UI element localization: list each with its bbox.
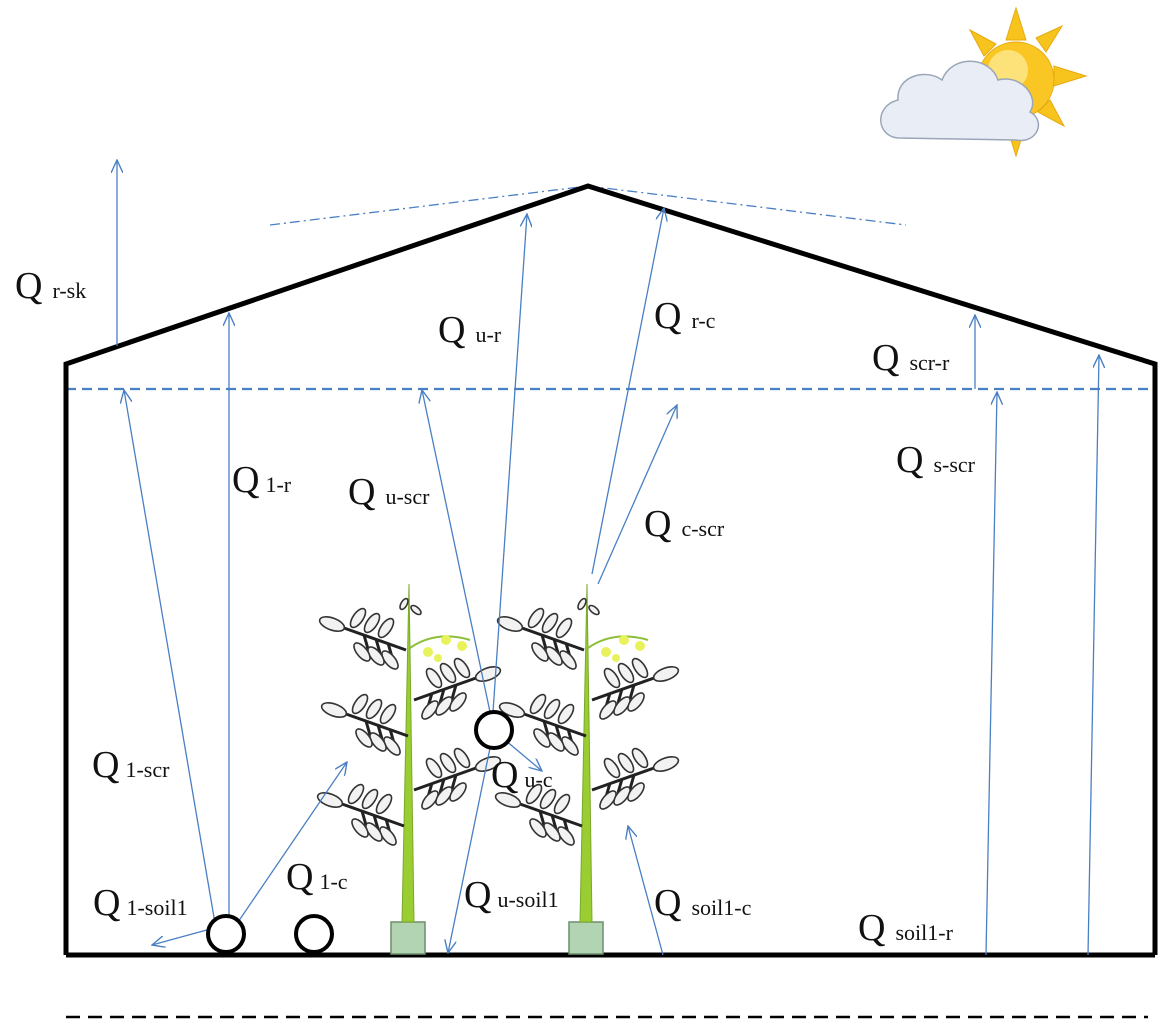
arrow-r-c [591, 208, 664, 575]
arrow-soil1-c [628, 826, 664, 956]
lamp-node [206, 914, 246, 954]
arrow-c-scr [597, 405, 677, 585]
arrow-1-scr [124, 390, 218, 936]
plant-stem [579, 583, 593, 923]
plant-pot [390, 921, 426, 955]
cloud-icon [880, 60, 1040, 142]
heating-pipe-node [474, 710, 514, 750]
flower-truss [409, 635, 471, 662]
tomato-plant-icon [314, 583, 504, 955]
arrow-u-scr [422, 390, 491, 713]
plant-stem [401, 583, 415, 923]
arrow-u-r [492, 214, 527, 713]
arrow-s-scr [985, 392, 997, 956]
arrow-soil1-r [1087, 355, 1099, 956]
lamp-node [294, 914, 334, 954]
flux-arrows [117, 160, 1099, 956]
arrow-u-c [504, 739, 542, 771]
arrow-1-c [235, 762, 347, 926]
arrow-u-soil1 [448, 747, 491, 953]
arrow-1-soil1 [152, 927, 215, 945]
roof-reference-line [269, 185, 907, 226]
plant-pot [568, 921, 604, 955]
flower-truss [587, 635, 649, 662]
tomato-plant-icon [492, 583, 682, 955]
sun-behind-cloud-icon [880, 6, 1088, 158]
greenhouse-structure [63, 183, 1158, 955]
